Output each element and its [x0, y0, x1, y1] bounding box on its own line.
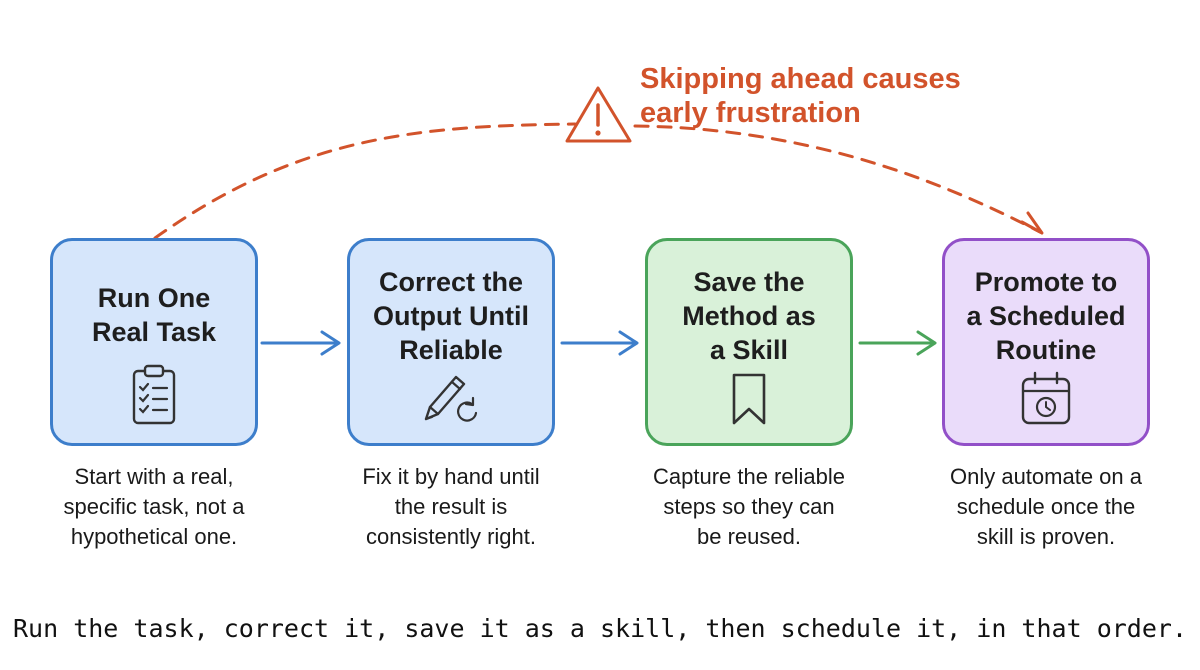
step-title: Save the Method as a Skill: [682, 267, 816, 365]
arrow-step3-to-step4: [858, 330, 937, 356]
warning-triangle-icon: [565, 86, 632, 143]
step-title: Correct the Output Until Reliable: [373, 267, 529, 365]
step-description: Only automate on a schedule once the ski…: [949, 464, 1142, 549]
pencil-refresh-icon: [424, 375, 478, 422]
clipboard-checklist-icon: [132, 364, 176, 425]
step-box-scheduled-routine: Promote to a Scheduled Routine: [942, 238, 1150, 446]
skip-ahead-arc: [153, 122, 1042, 240]
footer-summary: Run the task, correct it, save it as a s…: [13, 614, 1187, 643]
step-box-correct-output: Correct the Output Until Reliable: [347, 238, 555, 446]
step-title: Run One Real Task: [91, 283, 217, 347]
step-box-save-skill: Save the Method as a Skill: [645, 238, 853, 446]
arrow-step1-to-step2: [260, 330, 341, 356]
step-description: Start with a real, specific task, not a …: [63, 464, 245, 549]
step-description: Capture the reliable steps so they can b…: [652, 464, 845, 549]
calendar-clock-icon: [1021, 371, 1071, 425]
step-box-run-task: Run One Real Task: [50, 238, 258, 446]
skip-ahead-arrowhead: [1020, 211, 1044, 235]
step-title: Promote to a Scheduled Routine: [966, 267, 1126, 365]
step-description: Fix it by hand until the result is consi…: [362, 464, 540, 549]
warning-label: Skipping ahead causes early frustration: [640, 63, 961, 129]
bookmark-icon: [732, 373, 766, 425]
arrow-step2-to-step3: [560, 330, 639, 356]
